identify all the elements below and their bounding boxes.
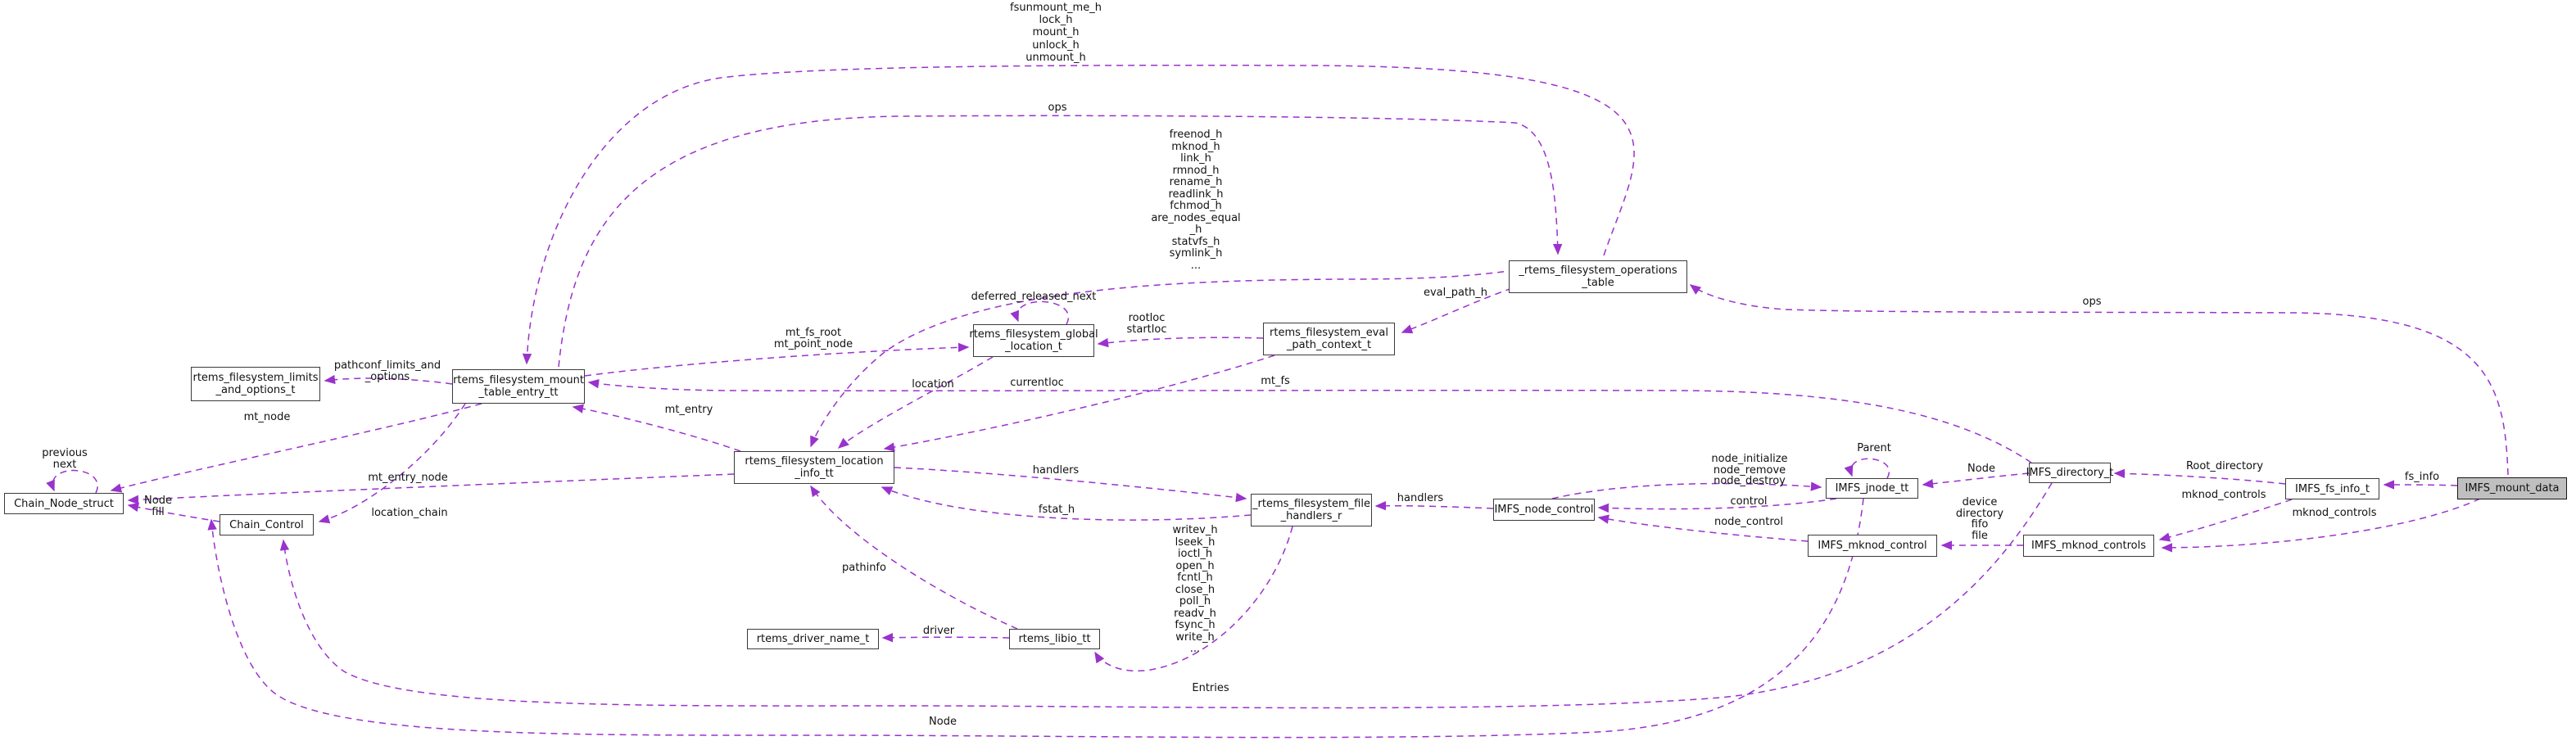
edge-label-mknod-controls-left: mknod_controls [2181, 489, 2266, 501]
edge-node-control-to-file-handlers [1374, 501, 1494, 511]
node-imfs-node-control[interactable]: IMFS_node_control [1493, 499, 1595, 521]
edge-label-control: control [1730, 495, 1768, 508]
edge-jnode-to-node-control [1597, 498, 1837, 513]
edge-libio-to-driver-name [881, 633, 1010, 643]
edge-label-location: location [912, 378, 954, 391]
edge-directory-to-jnode [1922, 472, 2030, 489]
edge-libio-to-location-info [810, 485, 1018, 630]
edge-label-handlers-left: handlers [1032, 464, 1080, 477]
edge-label-node-bottom: Node [929, 716, 957, 728]
edge-label-ops-right: ops [2082, 296, 2102, 308]
edge-mount-table-to-ops-table [558, 115, 1563, 368]
edge-mount-table-to-limits [324, 374, 453, 385]
node-rtems-filesystem-eval-path-context-t[interactable]: rtems_filesystem_eval_path_context_t [1263, 323, 1395, 355]
edge-label-location-chain: location_chain [371, 507, 448, 519]
node-imfs-mount-data[interactable]: IMFS_mount_data [2457, 477, 2567, 499]
edge-location-info-to-chain-node [127, 473, 735, 505]
node-rtems-libio-tt[interactable]: rtems_libio_tt [1009, 629, 1100, 649]
edge-label-mt-entry-node: mt_entry_node [368, 472, 448, 484]
edge-chain-node-self-loop [46, 469, 98, 494]
edge-label-mt-node: mt_node [243, 411, 291, 423]
node-rtems-filesystem-global-location-t[interactable]: rtems_filesystem_global_location_t [969, 324, 1098, 357]
edge-mount-table-to-global-location [584, 342, 970, 377]
edge-label-pathinfo: pathinfo [842, 562, 886, 574]
node-chain-node-struct[interactable]: Chain_Node_struct [4, 493, 124, 514]
edge-label-node-jnode: Node [1967, 463, 1995, 475]
node-imfs-mknod-control[interactable]: IMFS_mknod_control [1808, 535, 1937, 557]
edge-label-deferred-released-next: deferred_released_next [971, 291, 1097, 303]
node-imfs-jnode-tt[interactable]: IMFS_jnode_tt [1826, 478, 1918, 499]
edge-mount-data-to-mknod-controls [2161, 498, 2481, 553]
edge-chain-control-to-chain-node [127, 502, 220, 522]
node-imfs-directory-t[interactable]: IMFS_directory_t [2026, 463, 2113, 483]
edge-mount-table-to-chain-node [110, 403, 482, 493]
edge-label-fstat-h: fstat_h [1038, 504, 1075, 516]
node-rtems-filesystem-operations-table[interactable]: _rtems_filesystem_operations_table [1509, 260, 1687, 293]
edge-label-node-control: node_control [1714, 516, 1783, 528]
edge-mount-data-to-ops-table [1689, 284, 2509, 476]
edge-fs-info-to-directory [2113, 468, 2286, 485]
edge-ops-table-to-eval-path [1401, 287, 1513, 334]
edge-label-parent: Parent [1857, 442, 1891, 454]
edge-label-ops-top: ops [1048, 102, 1067, 114]
edge-label-eval-path-h: eval_path_h [1423, 287, 1488, 299]
edge-label-entries: Entries [1192, 682, 1229, 694]
node-rtems-filesystem-mount-table-entry-tt[interactable]: rtems_filesystem_mount_table_entry_tt [452, 369, 585, 404]
edge-label-mt-entry: mt_entry [664, 404, 713, 416]
edge-label-driver: driver [922, 625, 955, 637]
edge-eval-path-to-global-location [1097, 337, 1264, 348]
edge-ops-table-to-location-info [810, 269, 1516, 448]
node-chain-control[interactable]: Chain_Control [220, 514, 314, 535]
edge-file-handlers-to-libio [1094, 526, 1293, 672]
edge-file-handlers-to-location-info [881, 486, 1252, 521]
edge-location-info-to-file-handlers [894, 467, 1247, 503]
edge-ops-table-to-mount-table [522, 64, 1635, 365]
edge-directory-to-chain-control [279, 482, 2053, 709]
node-rtems-filesystem-location-info-tt[interactable]: rtems_filesystem_location_info_tt [734, 451, 894, 484]
edge-eval-path-to-location-info [883, 355, 1275, 452]
edge-mount-table-to-chain-control [318, 403, 466, 524]
edge-label-root-directory: Root_directory [2185, 460, 2264, 472]
edge-label-mknod-controls-right: mknod_controls [2292, 507, 2377, 519]
edge-label-handlers-right: handlers [1397, 492, 1444, 504]
edge-label-currentloc: currentloc [1010, 377, 1064, 389]
edge-location-info-to-mount-table [572, 404, 741, 452]
edge-label-mt-fs: mt_fs [1261, 375, 1290, 387]
node-rtems-driver-name-t[interactable]: rtems_driver_name_t [747, 629, 879, 649]
edge-mknod-control-to-node-control [1597, 514, 1809, 542]
edge-global-location-to-location-info [837, 356, 994, 449]
node-rtems-filesystem-file-handlers-r[interactable]: _rtems_filesystem_file_handlers_r [1251, 494, 1372, 526]
edge-jnode-to-chain-node [207, 498, 1864, 739]
node-imfs-mknod-controls[interactable]: IMFS_mknod_controls [2023, 535, 2154, 557]
node-rtems-filesystem-limits-and-options-t[interactable]: rtems_filesystem_limits_and_options_t [191, 367, 320, 401]
edge-global-location-self-loop [1010, 300, 1070, 325]
edge-jnode-self-loop [1844, 458, 1890, 479]
edge-label-fs-info: fs_info [2404, 471, 2440, 483]
edge-directory-to-mount-table [587, 379, 2032, 463]
node-imfs-fs-info-t[interactable]: IMFS_fs_info_t [2285, 478, 2379, 499]
edge-fs-info-to-mknod-controls [2158, 499, 2293, 542]
edge-label-pathconf-limits: pathconf_limits_and_options [333, 359, 441, 383]
edge-mount-data-to-fs-info [2383, 480, 2458, 490]
